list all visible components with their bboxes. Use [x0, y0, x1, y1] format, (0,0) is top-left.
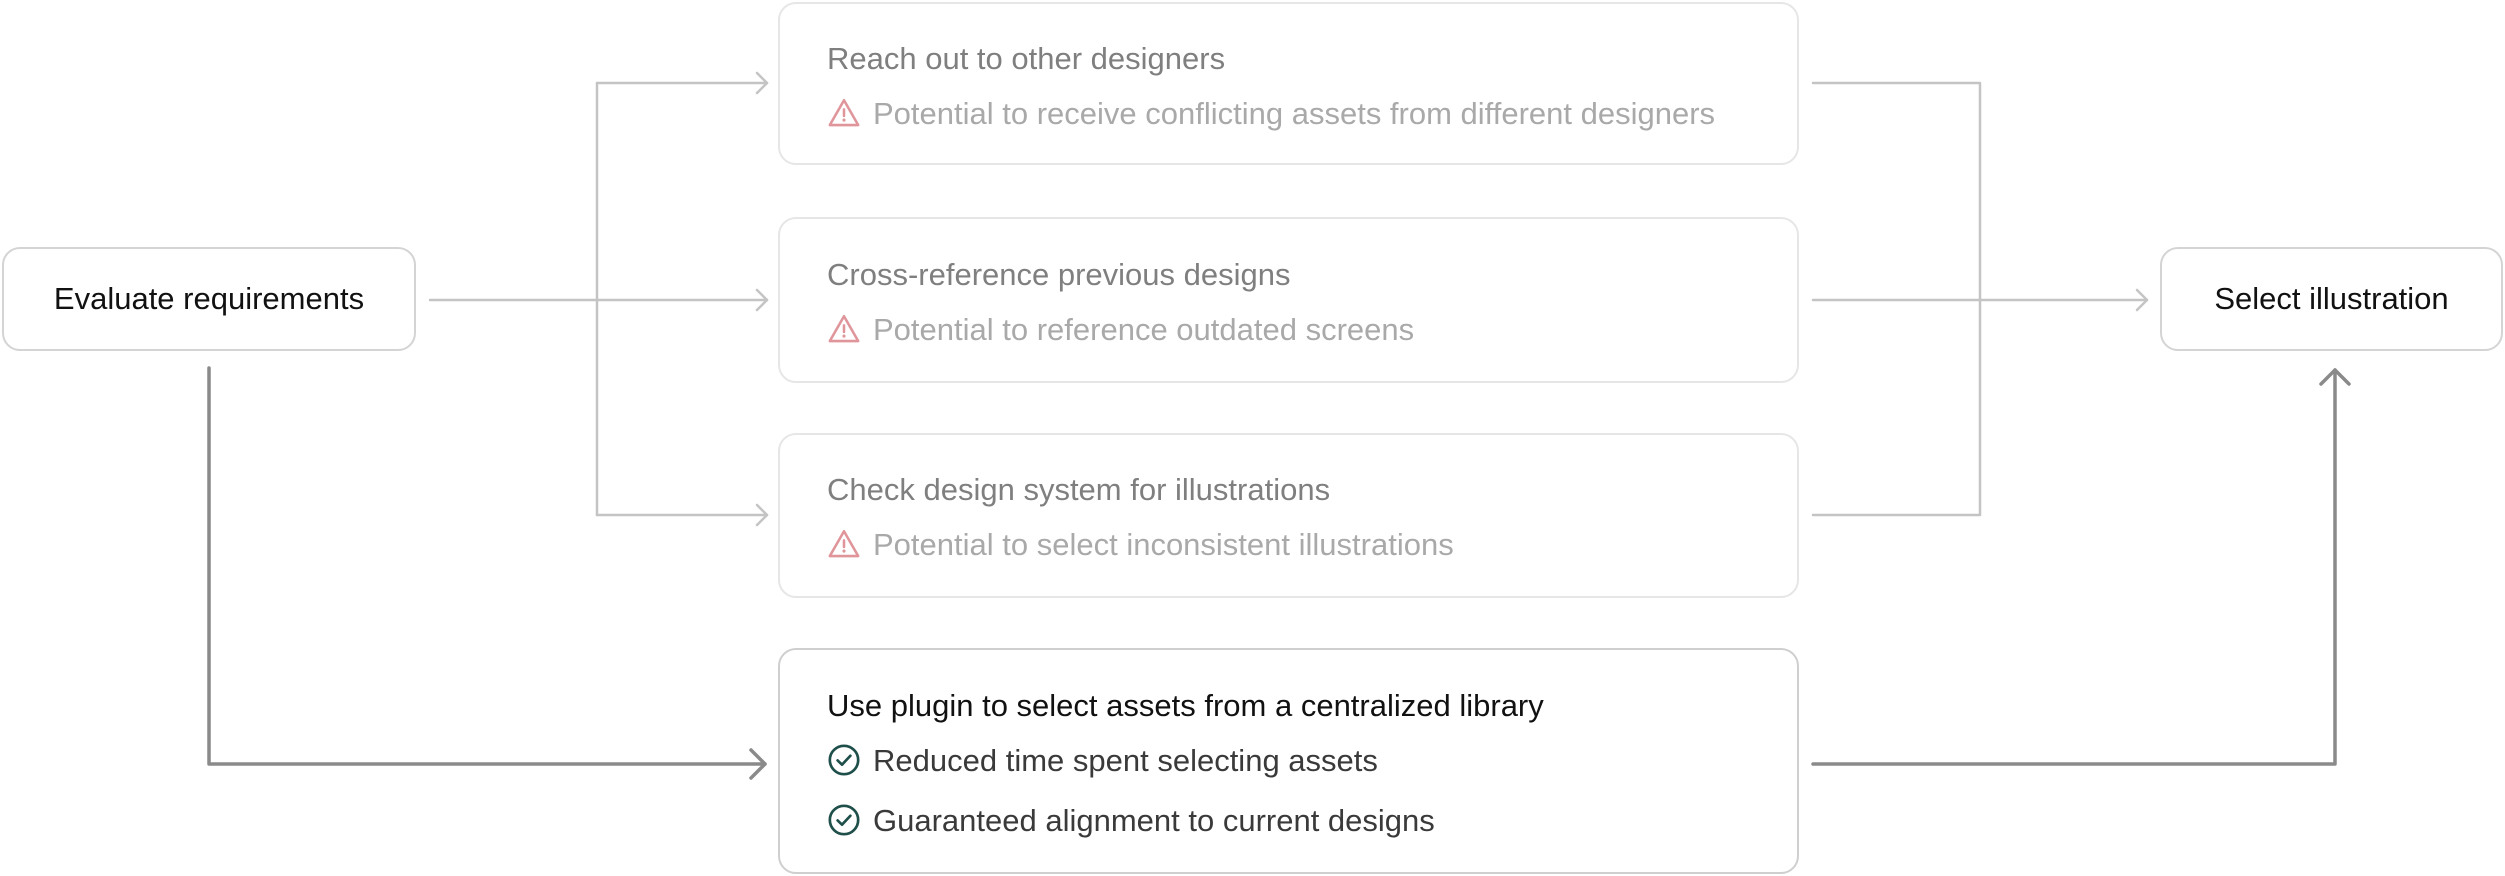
recommended-card: Use plugin to select assets from a centr…: [778, 648, 1799, 874]
start-node: Evaluate requirements: [2, 247, 416, 351]
benefit-item: Reduced time spent selecting assets: [827, 743, 1378, 777]
connector-plugin-to-end: [1811, 368, 2337, 766]
risk-note: Potential to select inconsistent illustr…: [827, 527, 1454, 561]
risk-note: Potential to reference outdated screens: [827, 312, 1414, 346]
end-node-label: Select illustration: [2214, 281, 2449, 316]
arrowhead-option-2: [755, 288, 769, 312]
warning-triangle-icon: [828, 314, 860, 343]
warning-triangle-icon: [828, 529, 860, 558]
option-title: Cross-reference previous designs: [827, 257, 1291, 292]
option-title: Check design system for illustrations: [827, 472, 1331, 507]
option-card: Cross-reference previous designs Potenti…: [778, 217, 1799, 383]
option-card: Reach out to other designers Potential t…: [778, 2, 1799, 165]
faded-connectors: [428, 71, 2149, 527]
benefit-item: Guaranteed alignment to current designs: [827, 803, 1435, 837]
arrowhead-option-3: [755, 503, 769, 527]
start-node-label: Evaluate requirements: [53, 281, 365, 316]
warning-triangle-icon: [828, 98, 860, 127]
primary-connectors: [207, 366, 2351, 780]
risk-text: Potential to reference outdated screens: [873, 311, 1415, 347]
benefit-text: Guaranteed alignment to current designs: [873, 802, 1435, 838]
recommended-title: Use plugin to select assets from a centr…: [827, 688, 1544, 723]
arrowhead-plugin: [749, 748, 767, 780]
check-circle-icon: [828, 744, 860, 776]
arrowhead-end-primary: [2319, 368, 2351, 386]
arrowhead-end: [2135, 288, 2149, 312]
connector-start-to-plugin: [207, 366, 767, 766]
check-circle-icon: [828, 804, 860, 836]
option-title: Reach out to other designers: [827, 41, 1226, 76]
benefit-text: Reduced time spent selecting assets: [873, 742, 1378, 778]
end-node: Select illustration: [2160, 247, 2503, 351]
option-card: Check design system for illustrations Po…: [778, 433, 1799, 598]
risk-text: Potential to receive conflicting assets …: [873, 95, 1716, 131]
risk-note: Potential to receive conflicting assets …: [827, 96, 1715, 130]
arrowhead-option-1: [755, 71, 769, 95]
risk-text: Potential to select inconsistent illustr…: [873, 526, 1454, 562]
